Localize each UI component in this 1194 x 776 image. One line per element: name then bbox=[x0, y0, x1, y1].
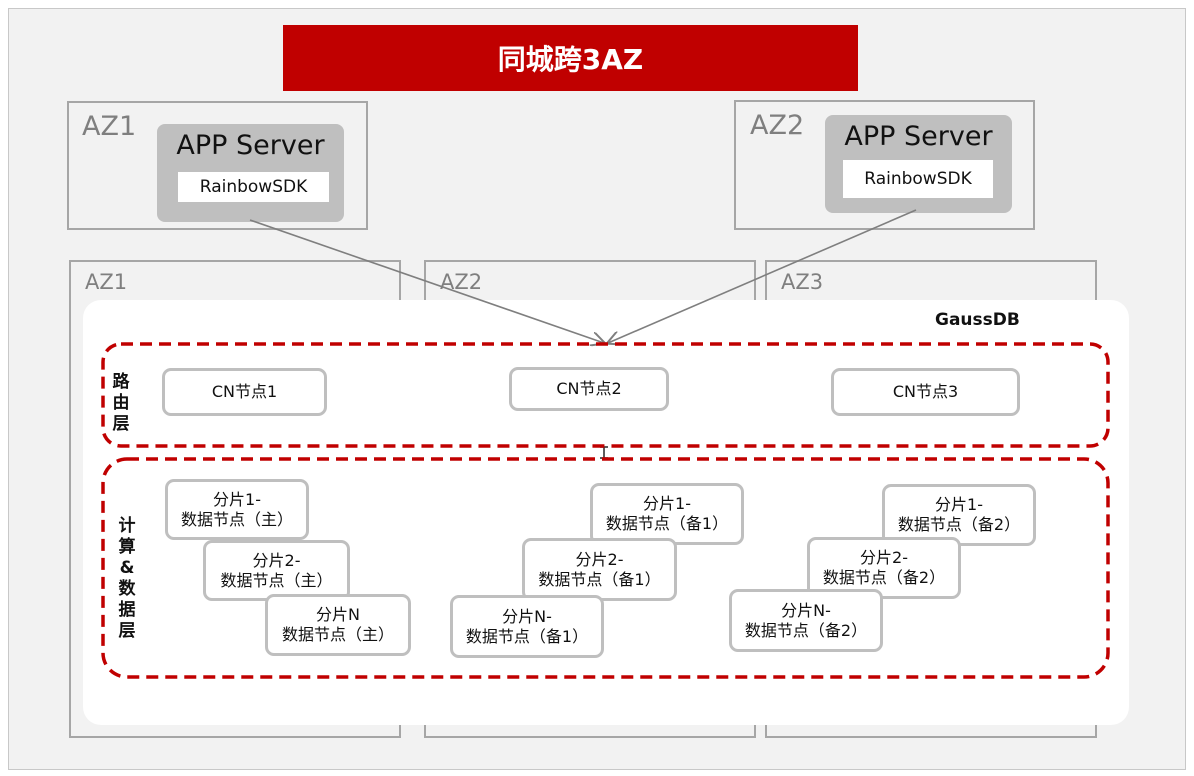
shard-name: 分片1- bbox=[643, 494, 691, 513]
cn-node-label: CN节点2 bbox=[556, 379, 622, 398]
routing-layer-label: 路由层 bbox=[110, 372, 132, 435]
shard-role: 数据节点（主） bbox=[180, 509, 293, 529]
app-server-box: APP Server RainbowSDK bbox=[825, 115, 1012, 213]
shard-name: 分片2- bbox=[860, 548, 908, 567]
cn-node: CN节点1 bbox=[162, 368, 327, 416]
data-node: 分片N 数据节点（主） bbox=[265, 594, 411, 656]
shard-name: 分片2- bbox=[252, 550, 301, 570]
shard-name: 分片N- bbox=[502, 606, 552, 626]
app-server-box: APP Server RainbowSDK bbox=[157, 124, 344, 222]
db-zone-label: AZ1 bbox=[85, 270, 128, 294]
shard-name: 分片N bbox=[316, 605, 360, 624]
connector-arrow bbox=[249, 219, 604, 343]
db-zone-label: AZ2 bbox=[440, 270, 483, 294]
compute-layer-label-text: 计算&数据层 bbox=[118, 516, 136, 641]
shard-name: 分片2- bbox=[575, 549, 624, 569]
rainbow-sdk-label: RainbowSDK bbox=[843, 160, 993, 198]
routing-layer-label-text: 路由层 bbox=[112, 372, 130, 434]
compute-layer-border bbox=[101, 457, 1110, 679]
app-server-title: APP Server bbox=[844, 121, 993, 152]
cn-node: CN节点2 bbox=[509, 367, 669, 411]
shard-name: 分片N- bbox=[781, 600, 831, 620]
shard-role: 数据节点（备1） bbox=[538, 569, 661, 589]
cn-node-label: CN节点3 bbox=[892, 382, 959, 401]
data-node: 分片2- 数据节点（备1） bbox=[522, 538, 677, 601]
data-node: 分片N- 数据节点（备2） bbox=[729, 589, 883, 652]
shard-role: 数据节点（备2） bbox=[744, 620, 868, 640]
app-zone-label: AZ1 bbox=[82, 111, 137, 142]
data-node: 分片1- 数据节点（备1） bbox=[590, 483, 744, 545]
shard-role: 数据节点（备2） bbox=[897, 515, 1021, 534]
shard-role: 数据节点（主） bbox=[281, 625, 394, 644]
data-node: 分片N- 数据节点（备1） bbox=[450, 595, 604, 658]
shard-role: 数据节点（备1） bbox=[605, 514, 729, 533]
app-zone-az1: AZ1 APP Server RainbowSDK bbox=[67, 101, 368, 230]
data-node: 分片2- 数据节点（主） bbox=[203, 540, 350, 601]
shard-role: 数据节点（备1） bbox=[465, 626, 589, 646]
db-zone-label: AZ3 bbox=[781, 270, 824, 294]
routing-layer-border bbox=[101, 342, 1110, 448]
rainbow-sdk-label: RainbowSDK bbox=[178, 172, 329, 202]
diagram-title: 同城跨3AZ bbox=[283, 25, 858, 91]
app-zone-az2: AZ2 APP Server RainbowSDK bbox=[734, 100, 1035, 230]
data-node: 分片2- 数据节点（备2） bbox=[807, 537, 961, 599]
shard-role: 数据节点（主） bbox=[220, 570, 333, 590]
cn-node-label: CN节点1 bbox=[211, 382, 278, 401]
app-zone-label: AZ2 bbox=[750, 110, 805, 141]
app-server-title: APP Server bbox=[176, 130, 325, 161]
compute-layer-label: 计算&数据层 bbox=[116, 516, 138, 642]
shard-name: 分片1- bbox=[213, 489, 261, 509]
data-node: 分片1- 数据节点（主） bbox=[165, 479, 309, 540]
cn-node: CN节点3 bbox=[831, 368, 1020, 416]
connector-arrow bbox=[608, 209, 917, 343]
shard-name: 分片1- bbox=[935, 495, 983, 514]
shard-role: 数据节点（备2） bbox=[822, 568, 946, 587]
gaussdb-label: GaussDB bbox=[935, 310, 1020, 330]
